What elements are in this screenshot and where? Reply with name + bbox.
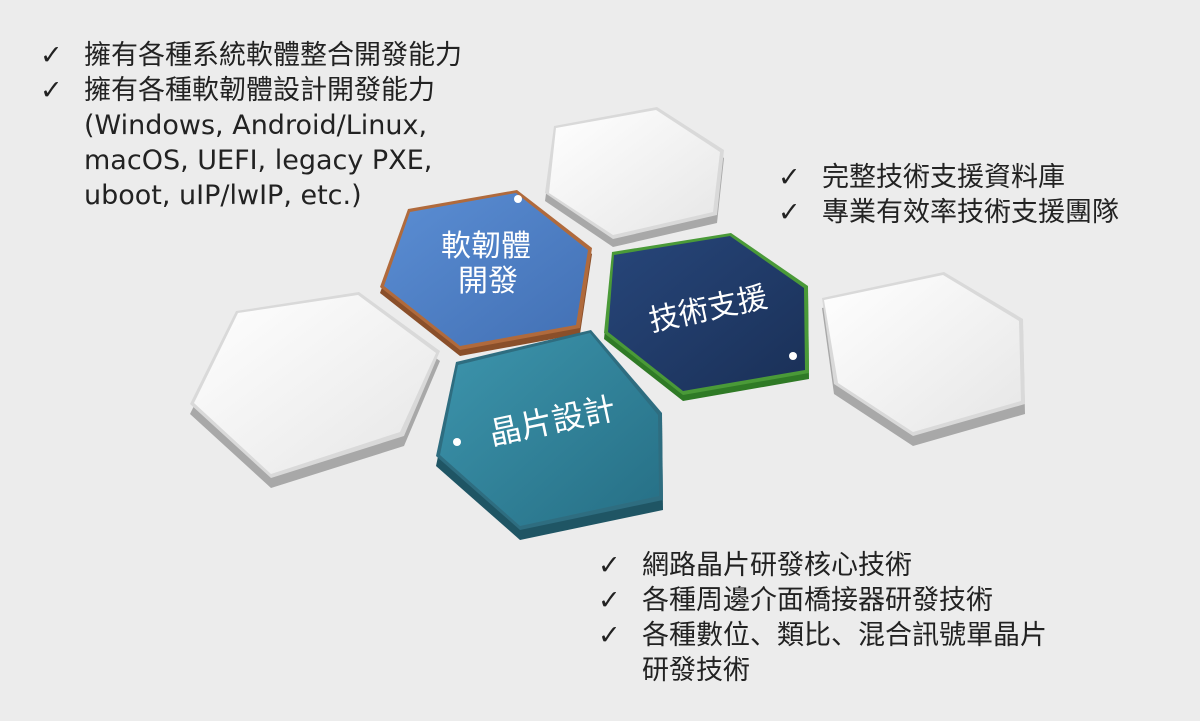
list-item-text: 各種周邊介面橋接器研發技術: [642, 585, 993, 616]
check-icon: ✓: [598, 550, 621, 581]
list-item-continuation: (Windows, Android/Linux,: [84, 110, 428, 141]
list-item-continuation: macOS, UEFI, legacy PXE,: [84, 145, 433, 176]
chip-hexagon: 晶片設計: [436, 330, 663, 540]
list-item: ✓ 擁有各種軟韌體設計開發能力 (Windows, Android/Linux,…: [40, 73, 462, 213]
dot-icon: [789, 352, 797, 360]
dot-icon: [514, 195, 522, 203]
list-item: ✓ 各種數位、類比、混合訊號單晶片 研發技術: [598, 618, 1047, 688]
list-item-continuation: uboot, uIP/lwIP, etc.): [84, 180, 362, 211]
chip-capabilities-list: ✓ 網路晶片研發核心技術 ✓ 各種周邊介面橋接器研發技術 ✓ 各種數位、類比、混…: [598, 548, 1047, 688]
list-item-continuation: 研發技術: [642, 655, 750, 686]
check-icon: ✓: [778, 197, 801, 228]
list-item-text: 專業有效率技術支援團隊: [822, 197, 1119, 228]
list-item-text: 網路晶片研發核心技術: [642, 550, 912, 581]
blank-hexagon-left: [190, 292, 440, 488]
support-capabilities-list: ✓ 完整技術支援資料庫 ✓ 專業有效率技術支援團隊: [778, 160, 1119, 230]
check-icon: ✓: [598, 585, 621, 616]
check-icon: ✓: [40, 75, 63, 106]
blank-hexagon-top: [545, 107, 724, 247]
firmware-hexagon: 軟韌體 開發: [380, 190, 592, 356]
blank-hexagon-right: [822, 272, 1025, 446]
list-item: ✓ 完整技術支援資料庫: [778, 160, 1119, 195]
list-item: ✓ 專業有效率技術支援團隊: [778, 195, 1119, 230]
list-item: ✓ 網路晶片研發核心技術: [598, 548, 1047, 583]
check-icon: ✓: [40, 40, 63, 71]
list-item: ✓ 擁有各種系統軟體整合開發能力: [40, 38, 462, 73]
check-icon: ✓: [598, 620, 621, 651]
list-item-text: 完整技術支援資料庫: [822, 162, 1065, 193]
list-item-text: 擁有各種系統軟體整合開發能力: [84, 40, 462, 71]
software-capabilities-list: ✓ 擁有各種系統軟體整合開發能力 ✓ 擁有各種軟韌體設計開發能力 (Window…: [40, 38, 462, 213]
dot-icon: [453, 438, 461, 446]
firmware-label-line1: 軟韌體: [441, 229, 531, 264]
check-icon: ✓: [778, 162, 801, 193]
support-hexagon: 技術支援: [604, 233, 809, 401]
list-item-text: 各種數位、類比、混合訊號單晶片: [642, 620, 1047, 651]
list-item: ✓ 各種周邊介面橋接器研發技術: [598, 583, 1047, 618]
firmware-label-line2: 開發: [458, 264, 518, 299]
list-item-text: 擁有各種軟韌體設計開發能力: [84, 75, 435, 106]
